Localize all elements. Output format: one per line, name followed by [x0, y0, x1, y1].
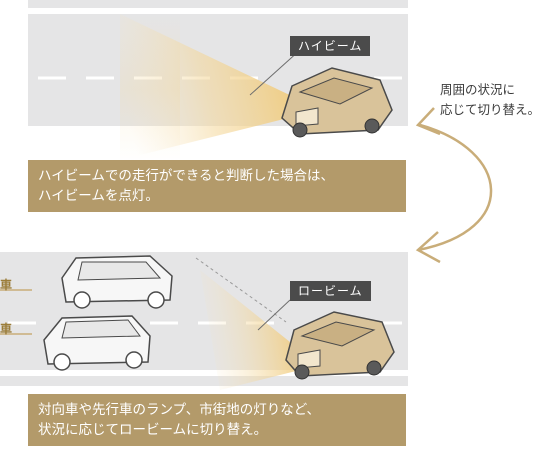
high-beam-caption-line-1: ハイビームでの走行ができると判断した場合は、 [38, 168, 335, 184]
high-beam-caption: ハイビームでの走行ができると判断した場合は、 ハイビームを点灯。 [28, 160, 406, 212]
low-beam-cone [200, 270, 300, 390]
switch-note-line-2: 応じて切り替え。 [440, 102, 541, 117]
own-car-top [281, 67, 393, 138]
preceding-car [43, 315, 151, 371]
switch-arrow [415, 107, 493, 264]
switch-note-line-1: 周囲の状況に [440, 82, 516, 97]
switch-note: 周囲の状況に 応じて切り替え。 [440, 80, 540, 120]
high-beam-label: ハイビーム [290, 36, 371, 56]
oncoming-car [61, 255, 173, 309]
low-beam-caption-line-1: 対向車や先行車のランプ、市街地の灯りなど、 [38, 402, 321, 418]
oncoming-car-label: 車 [0, 278, 13, 292]
preceding-car-label: 車 [0, 322, 13, 336]
low-beam-label: ロービーム [290, 281, 371, 301]
own-car-bottom [285, 311, 395, 380]
low-beam-caption-line-2: 状況に応じてロービームに切り替え。 [38, 422, 268, 438]
low-beam-caption: 対向車や先行車のランプ、市街地の灯りなど、 状況に応じてロービームに切り替え。 [28, 394, 406, 446]
high-beam-caption-line-2: ハイビームを点灯。 [38, 188, 159, 204]
